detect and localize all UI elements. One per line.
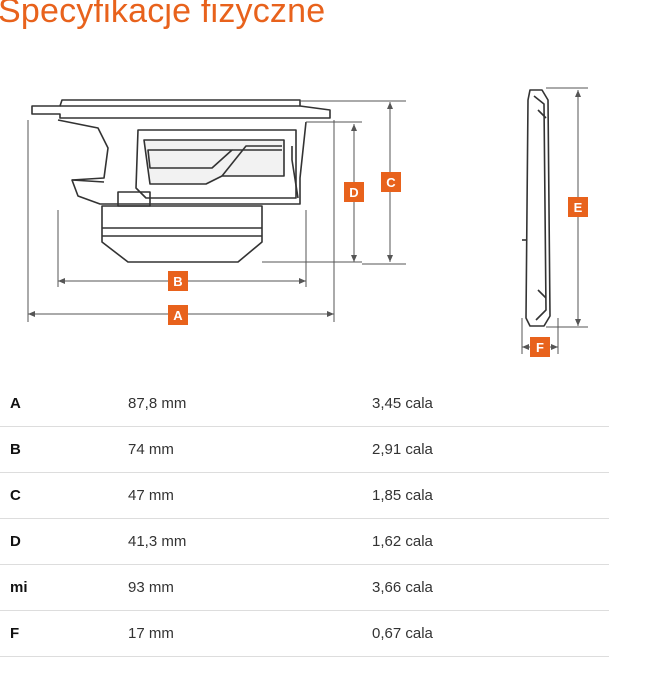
table-row: mi 93 mm 3,66 cala — [0, 564, 609, 611]
spec-label: C — [0, 472, 128, 519]
spec-label: F — [0, 610, 128, 657]
table-row: A 87,8 mm 3,45 cala — [0, 381, 609, 427]
table-row: C 47 mm 1,85 cala — [0, 472, 609, 519]
spec-imperial: 1,85 cala — [372, 472, 609, 519]
spec-imperial: 2,91 cala — [372, 426, 609, 473]
dimension-label-F: F — [530, 337, 550, 357]
spec-metric: 74 mm — [128, 426, 372, 473]
spec-metric: 17 mm — [128, 610, 372, 657]
svg-text:F: F — [536, 340, 544, 355]
svg-text:A: A — [173, 308, 183, 323]
speaker-edge-view — [522, 89, 551, 327]
table-row: D 41,3 mm 1,62 cala — [0, 518, 609, 565]
spec-imperial: 3,45 cala — [372, 381, 609, 427]
svg-text:D: D — [349, 185, 358, 200]
spec-label: D — [0, 518, 128, 565]
dimension-arrowheads — [28, 90, 581, 350]
dimension-label-C: C — [381, 172, 401, 192]
table-row: F 17 mm 0,67 cala — [0, 610, 609, 657]
spec-imperial: 1,62 cala — [372, 518, 609, 565]
table-row: B 74 mm 2,91 cala — [0, 426, 609, 473]
svg-text:E: E — [574, 200, 583, 215]
dimension-label-A: A — [168, 305, 188, 325]
dimension-label-E: E — [568, 197, 588, 217]
spec-metric: 41,3 mm — [128, 518, 372, 565]
spec-metric: 47 mm — [128, 472, 372, 519]
spec-imperial: 0,67 cala — [372, 610, 609, 657]
speaker-dimensions-diagram: A B D C E F — [0, 70, 663, 370]
speaker-side-view — [31, 99, 331, 263]
specs-table: A 87,8 mm 3,45 cala B 74 mm 2,91 cala C … — [0, 381, 609, 657]
page-title: Specyfikacje fizyczne — [0, 0, 326, 30]
dimension-label-B: B — [168, 271, 188, 291]
spec-imperial: 3,66 cala — [372, 564, 609, 611]
spec-metric: 87,8 mm — [128, 381, 372, 427]
spec-label: mi — [0, 564, 128, 611]
spec-label: B — [0, 426, 128, 473]
dimension-label-D: D — [344, 182, 364, 202]
svg-text:B: B — [173, 274, 182, 289]
svg-text:C: C — [386, 175, 396, 190]
spec-metric: 93 mm — [128, 564, 372, 611]
dimension-lines — [27, 87, 588, 354]
spec-label: A — [0, 381, 128, 427]
